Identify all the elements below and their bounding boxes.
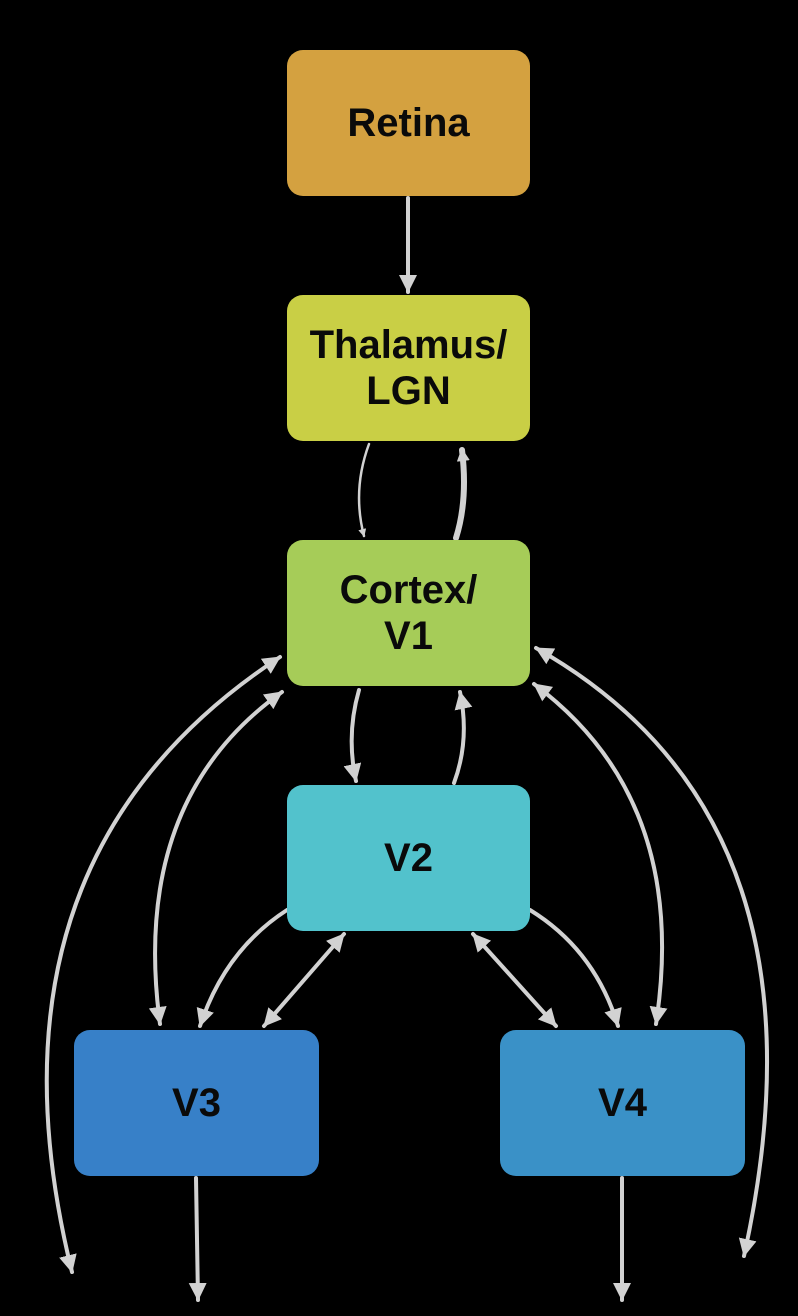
node-thalamus-label-line2: LGN xyxy=(366,369,451,413)
node-cortex-label-line1: Cortex/ xyxy=(339,568,478,612)
arrow-cortex-v4-bidirectional xyxy=(532,682,668,1026)
node-v3-label: V3 xyxy=(172,1081,221,1125)
node-retina-label: Retina xyxy=(347,101,470,145)
arrow-cortex-v3-bidirectional xyxy=(148,690,284,1026)
node-v2: V2 xyxy=(287,785,530,931)
node-cortex-label-line2: V1 xyxy=(384,614,433,658)
node-v4: V4 xyxy=(500,1030,745,1176)
arrow-cortex-offscreen-left xyxy=(44,655,282,1274)
arrow-v3-to-down xyxy=(188,1176,207,1302)
node-thalamus-lgn: Thalamus/ LGN xyxy=(287,295,530,441)
node-cortex-v1: Cortex/ V1 xyxy=(287,540,530,686)
arrow-v2-to-cortex xyxy=(452,690,473,785)
node-retina: Retina xyxy=(287,50,530,196)
arrow-cortex-to-thalamus xyxy=(453,447,470,541)
arrow-v2-v4-bidirectional xyxy=(471,932,558,1028)
node-v2-label: V2 xyxy=(384,836,433,880)
arrow-v2-v3-bidirectional xyxy=(262,932,346,1028)
arrow-thalamus-to-cortex xyxy=(357,442,371,538)
arrow-v2-to-v4 xyxy=(528,908,622,1028)
arrow-v2-to-v3 xyxy=(196,908,289,1028)
arrow-cortex-to-v2 xyxy=(343,688,362,783)
node-thalamus-label-line1: Thalamus/ xyxy=(309,323,508,367)
node-v3: V3 xyxy=(74,1030,319,1176)
arrow-cortex-offscreen-right xyxy=(534,646,769,1258)
node-v4-label: V4 xyxy=(598,1081,647,1125)
